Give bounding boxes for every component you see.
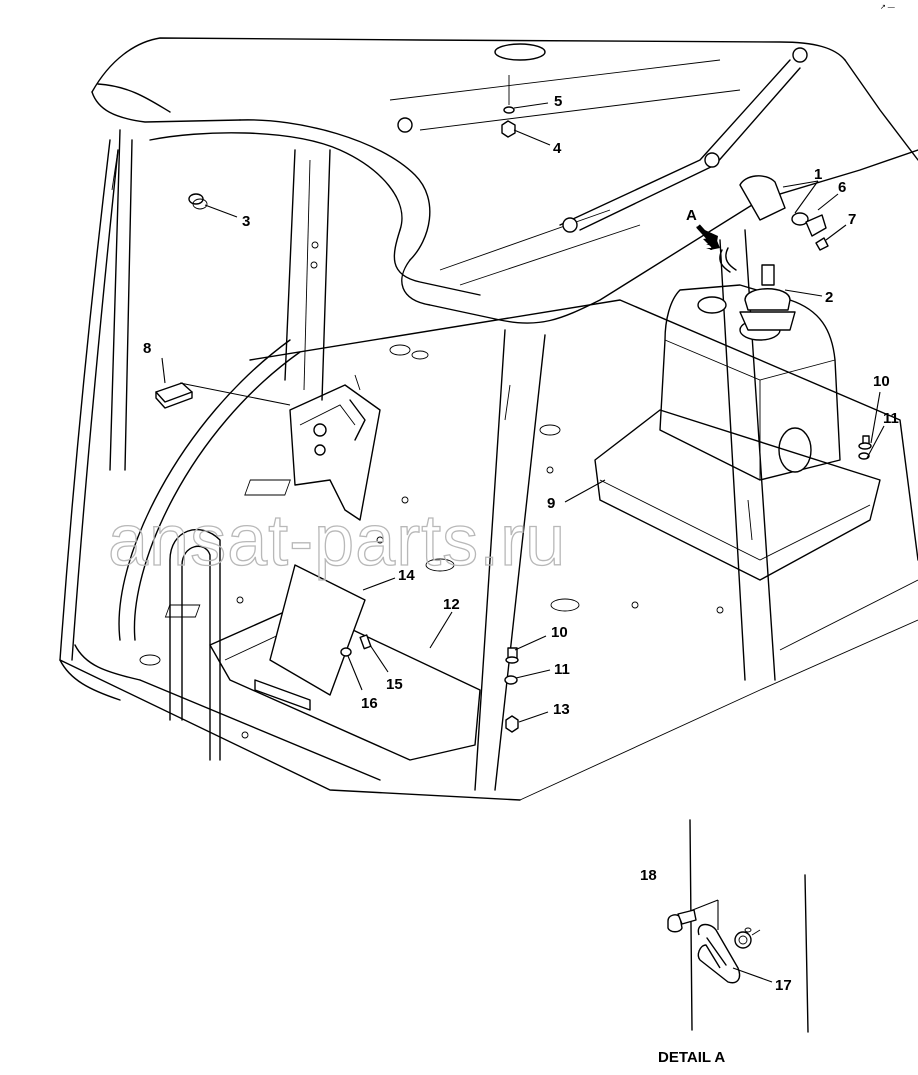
callout-15: 15 bbox=[386, 676, 403, 693]
detail-a-caption: DETAIL A bbox=[658, 1049, 725, 1066]
callout-3: 3 bbox=[242, 213, 250, 230]
detail-a-arrow: A bbox=[686, 207, 720, 250]
callout-12: 12 bbox=[443, 596, 460, 613]
cab-frame bbox=[59, 37, 918, 801]
cover-part-14 bbox=[254, 564, 366, 711]
callout-4: 4 bbox=[553, 140, 562, 157]
leader-lines bbox=[161, 102, 885, 723]
callout-13: 13 bbox=[553, 701, 570, 718]
callout-2: 2 bbox=[825, 289, 833, 306]
callout-10-right: 10 bbox=[873, 373, 890, 390]
callout-18: 18 bbox=[640, 867, 657, 884]
small-parts bbox=[155, 75, 872, 733]
callout-6: 6 bbox=[838, 179, 846, 196]
joystick-part-2 bbox=[739, 264, 796, 331]
callout-5: 5 bbox=[554, 93, 562, 110]
detail-a-view: DETAIL A bbox=[658, 819, 809, 1066]
callout-labels: 1 2 3 4 5 6 7 8 9 10 11 10 11 12 13 14 1… bbox=[143, 93, 899, 994]
callout-9: 9 bbox=[547, 495, 555, 512]
callout-11-right: 11 bbox=[883, 410, 899, 427]
callout-10-bottom: 10 bbox=[551, 624, 568, 641]
detail-a-arrow-label: A bbox=[686, 207, 697, 224]
callout-14: 14 bbox=[398, 567, 415, 584]
callout-8: 8 bbox=[143, 340, 151, 357]
bracket-assembly bbox=[289, 374, 381, 521]
callout-17: 17 bbox=[775, 977, 792, 994]
callout-11-bottom: 11 bbox=[554, 661, 570, 678]
corner-mark: ↗ — bbox=[880, 4, 895, 11]
callout-1: 1 bbox=[814, 166, 822, 183]
control-console bbox=[594, 284, 881, 581]
watermark-text: ansat-parts.ru bbox=[108, 501, 566, 581]
callout-7: 7 bbox=[848, 211, 856, 228]
callout-16: 16 bbox=[361, 695, 378, 712]
